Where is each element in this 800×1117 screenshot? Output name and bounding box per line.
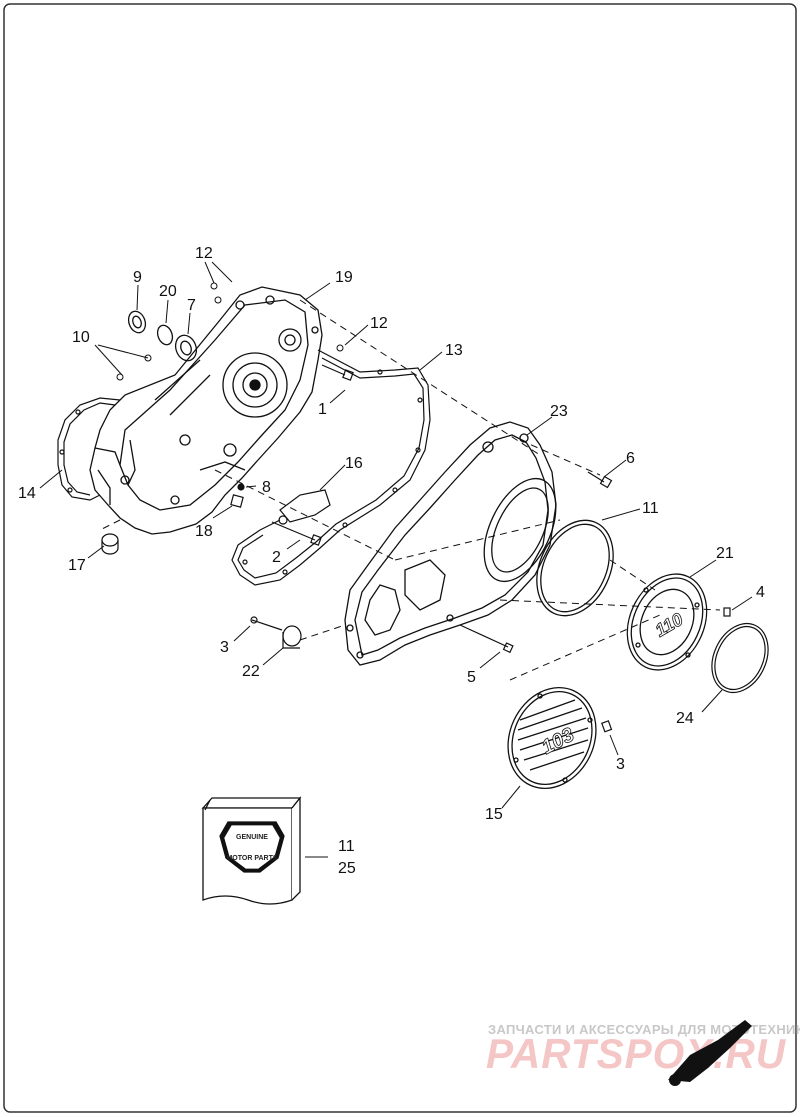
ring-20	[156, 324, 174, 346]
timer-cover-15: 103	[507, 686, 597, 790]
outer-primary-cover	[344, 421, 557, 666]
bolt-1	[321, 364, 354, 381]
dowel-17	[101, 533, 119, 555]
callout-14: 14	[18, 485, 36, 502]
callout-1: 1	[318, 401, 327, 418]
callout-21: 21	[716, 545, 734, 562]
seal-9	[127, 310, 147, 334]
callout-3-left: 3	[220, 639, 229, 656]
tensioner-16	[278, 489, 331, 525]
callout-23: 23	[550, 403, 568, 420]
bolt-5	[459, 624, 514, 654]
fitting-8-18	[230, 483, 245, 508]
callout-19: 19	[335, 269, 353, 286]
callout-11-ring: 11	[642, 500, 659, 517]
watermark-motorcycle-icon	[668, 1020, 752, 1082]
callout-18: 18	[195, 523, 213, 540]
callout-13: 13	[445, 342, 463, 359]
screw-4	[723, 607, 731, 617]
inner-primary-housing	[89, 286, 323, 535]
callout-12-right: 12	[370, 315, 388, 332]
diagram-border	[3, 3, 797, 1113]
callout-6: 6	[626, 450, 635, 467]
kit-logo-line1: GENUINE	[236, 834, 268, 841]
badge-upper: 110	[652, 609, 687, 641]
screw-3b	[601, 720, 613, 733]
callout-7: 7	[187, 297, 196, 314]
callout-3-right: 3	[616, 756, 625, 773]
callout-22: 22	[242, 663, 260, 680]
bolt-2	[271, 521, 322, 546]
callout-25: 25	[338, 860, 356, 877]
callout-2: 2	[272, 549, 281, 566]
callout-10: 10	[72, 329, 90, 346]
o-ring-11	[536, 519, 614, 617]
watermark-russian-text: ЗАПЧАСТИ И АКСЕССУАРЫ ДЛЯ МОТОТЕХНИКИ	[488, 1022, 800, 1037]
callout-labels: 12 19 9 20 7 12 10 13 1 23 14 16 6 8 18 …	[18, 245, 765, 877]
callout-9: 9	[133, 269, 142, 286]
callout-4: 4	[756, 584, 765, 601]
leader-lines	[39, 261, 753, 858]
callout-11-kit: 11	[338, 838, 355, 855]
gasket-14	[57, 397, 121, 501]
kit-logo-line2: MOTOR PARTS	[226, 855, 277, 862]
callout-24: 24	[676, 710, 694, 727]
callout-17: 17	[68, 557, 86, 574]
derby-cover-21: 110	[626, 573, 708, 671]
callout-12-top: 12	[195, 245, 213, 262]
callout-20: 20	[159, 283, 177, 300]
callout-15: 15	[485, 806, 503, 823]
bearing-7	[174, 334, 198, 362]
dowels	[116, 282, 344, 381]
gasket-24	[711, 622, 769, 694]
callout-8: 8	[262, 479, 271, 496]
callout-5: 5	[467, 669, 476, 686]
callout-16: 16	[345, 455, 363, 472]
assembly-guide-lines	[99, 299, 721, 681]
gasket-13	[231, 349, 431, 586]
bolt-6	[587, 471, 613, 489]
bolt-3a-22	[250, 616, 302, 649]
gasket-kit-box: GENUINE MOTOR PARTS	[201, 796, 302, 905]
watermark: ЗАПЧАСТИ И АКСЕССУАРЫ ДЛЯ МОТОТЕХНИКИ PA…	[486, 1020, 800, 1086]
watermark-brand: PARTSPOX.RU	[486, 1030, 787, 1077]
watermark-wheel-icon	[669, 1074, 681, 1086]
